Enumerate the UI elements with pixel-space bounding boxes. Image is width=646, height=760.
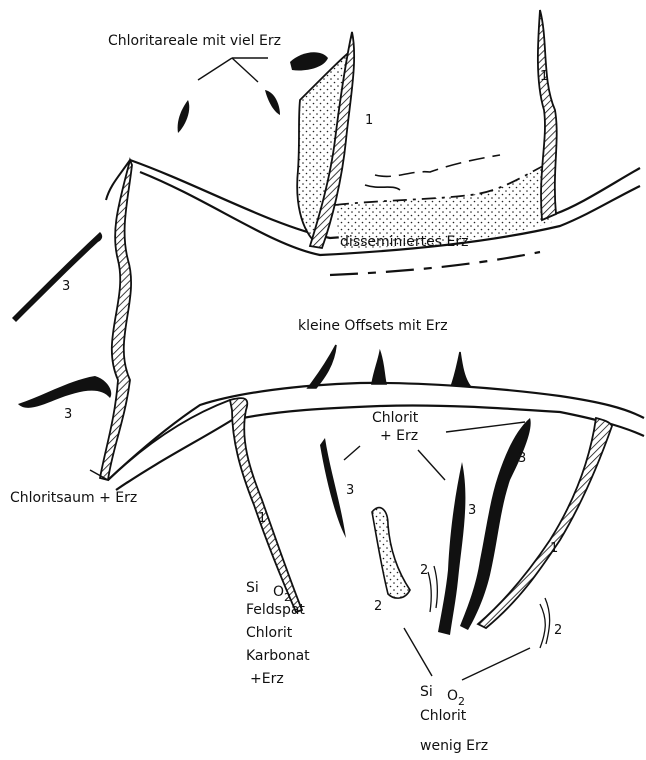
label-wenig-erz: wenig Erz <box>420 738 488 754</box>
vein-number-2: 2 <box>554 623 562 638</box>
vein-number-3: 3 <box>346 483 354 498</box>
label-chloritareale: Chloritareale mit viel Erz <box>108 33 281 49</box>
vein-3-right <box>460 418 531 630</box>
label-chloritsaum: Chloritsaum + Erz <box>10 490 137 506</box>
label-karbonat: Karbonat <box>246 648 310 664</box>
label-o-right: O <box>447 688 458 704</box>
vein-number-1: 1 <box>540 69 548 84</box>
label-si-right: Si <box>420 684 433 700</box>
ore-blob-2 <box>265 90 280 115</box>
vein-number-1: 1 <box>365 113 373 128</box>
vein-number-3: 3 <box>62 279 70 294</box>
small-offsets <box>308 345 470 388</box>
label-chlorit-erz-2: + Erz <box>380 428 418 444</box>
label-disseminiertes-erz: disseminiertes Erz <box>340 234 468 250</box>
vein-1-lower-left <box>230 398 302 612</box>
vein-1-upper-right <box>538 10 557 220</box>
vein-3-mid <box>438 462 465 635</box>
vein-number-1: 1 <box>258 511 266 526</box>
label-chlorit-right: Chlorit <box>420 708 467 724</box>
label-chlorit-left: Chlorit <box>246 625 293 641</box>
vein-number-3: 3 <box>518 451 526 466</box>
vein-3-center <box>320 438 346 538</box>
label-si-left: Si <box>246 580 259 596</box>
vein-number-1: 1 <box>550 541 558 556</box>
ore-blob-1 <box>290 52 328 70</box>
vein-number-3: 3 <box>468 503 476 518</box>
label-kleine-offsets: kleine Offsets mit Erz <box>298 318 448 334</box>
vein-number-3: 3 <box>64 407 72 422</box>
label-feldspat: Feldspat <box>246 602 305 618</box>
label-sub2-right: 2 <box>458 695 465 708</box>
lower-fracture <box>108 383 644 490</box>
label-o-left: O <box>273 584 284 600</box>
lower-leaders <box>344 422 530 680</box>
vein-number-2: 2 <box>374 599 382 614</box>
ore-blob-3 <box>178 100 190 133</box>
chloritareale-leaders <box>198 58 268 82</box>
label-chlorit-erz-1: Chlorit <box>372 410 419 426</box>
vein-number-2: 2 <box>420 563 428 578</box>
vein-2-dotted <box>372 508 410 599</box>
vein-3-left-lower <box>18 376 111 408</box>
label-plus-erz: +Erz <box>250 671 284 687</box>
vein-3-left-upper <box>12 232 102 322</box>
chloritsaum-vein <box>100 160 132 480</box>
